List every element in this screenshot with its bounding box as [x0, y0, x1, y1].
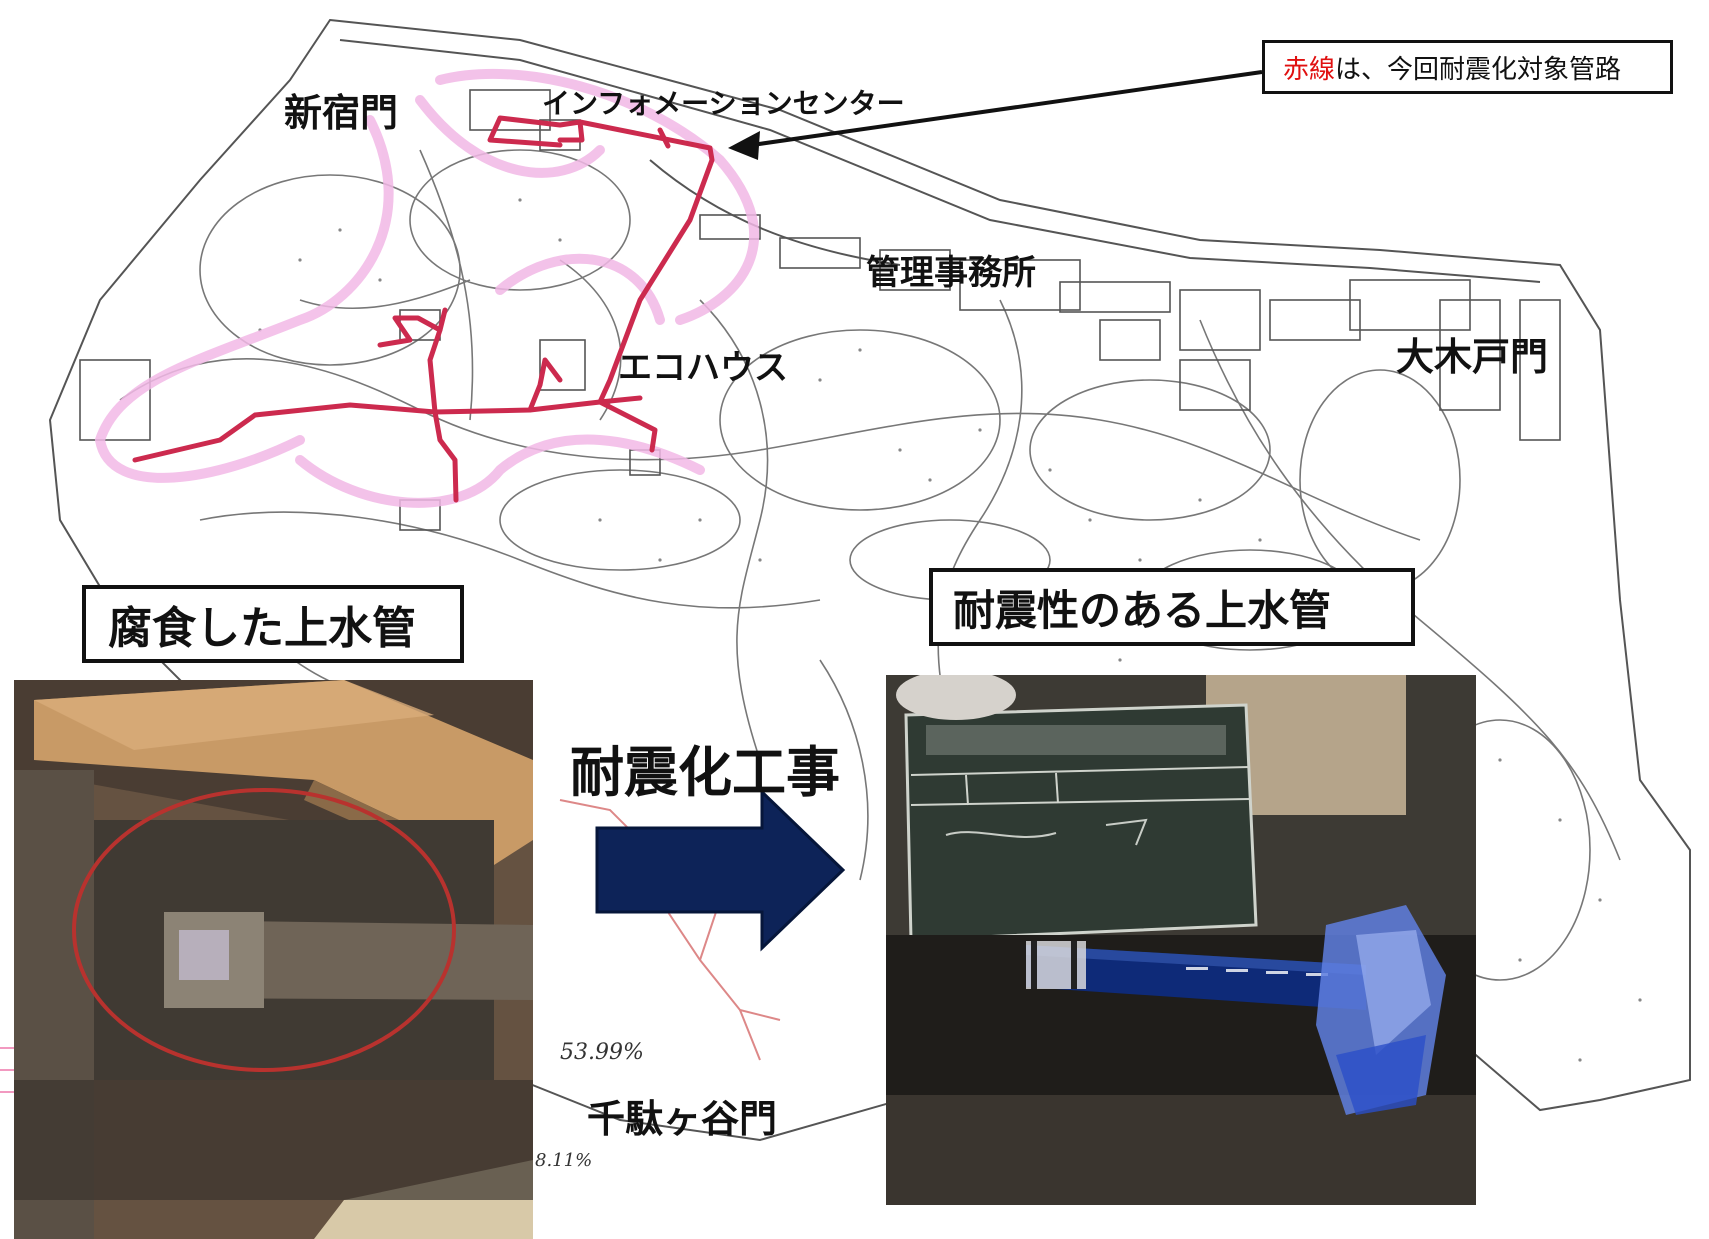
percent-upper-note: 53.99%	[560, 1040, 644, 1065]
legend-box: 赤線は、今回耐震化対象管路	[1262, 40, 1673, 94]
right-arrow-icon	[595, 788, 846, 952]
legend-text: は、今回耐震化対象管路	[1335, 54, 1622, 85]
corroded-pipe-caption: 腐食した上水管	[82, 585, 464, 663]
eco-house-label: エコハウス	[618, 348, 788, 388]
information-center-label: インフォメーションセンター	[542, 87, 905, 120]
route-highlight-halo	[94, 68, 759, 508]
shinjuku-gate-label: 新宿門	[284, 91, 399, 135]
left-edge-marks	[0, 1047, 16, 1093]
legend-highlight-text: 赤線	[1283, 54, 1336, 85]
seismic-pipe-route	[132, 115, 715, 503]
seismic-pipe-caption: 耐震性のある上水管	[929, 568, 1415, 646]
pointer-arrow-icon	[728, 70, 1263, 160]
ookido-gate-label: 大木戸門	[1396, 335, 1549, 379]
seismic-pipe-photo	[886, 675, 1476, 1205]
management-office-label: 管理事務所	[866, 253, 1036, 293]
sendagaya-gate-label: 千駄ヶ谷門	[587, 1097, 778, 1141]
corroded-pipe-photo	[14, 680, 533, 1239]
percent-lower-note: 8.11%	[535, 1150, 593, 1171]
seismic-work-label: 耐震化工事	[570, 741, 840, 804]
